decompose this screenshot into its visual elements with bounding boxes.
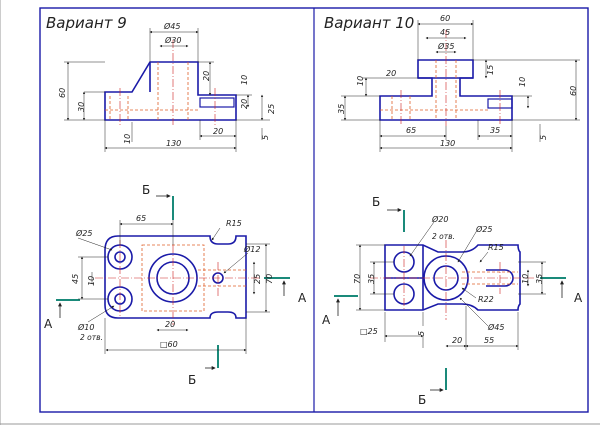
v10-dim-w130: 130: [440, 139, 455, 148]
v9-plan-dimension-lines: [77, 220, 270, 354]
v9-dim-h20b: 20: [240, 99, 249, 109]
v10-section-marks: [334, 210, 566, 390]
v9-note-holes: 2 отв.: [80, 333, 103, 342]
v10-dim-d45: Ø45: [487, 322, 504, 332]
v10-dim-r22: R22: [478, 295, 494, 304]
v9-dim-h10a: 10: [240, 75, 249, 85]
v10-section-a-left: А: [322, 313, 331, 327]
v9-dim-w20: 20: [165, 320, 175, 329]
v9-dim-h10: 10: [87, 276, 96, 286]
v9-section-a-right: А: [298, 291, 307, 305]
v10-dim-sq25: □25: [360, 327, 378, 336]
v10-section-arrows: [336, 208, 564, 392]
v9-dim-h45: 45: [71, 274, 80, 284]
v9-dim-h70: 70: [265, 274, 274, 284]
v10-dim-w60: 60: [440, 14, 450, 23]
v9-dim-d25: Ø25: [75, 228, 92, 238]
v9-front-centerlines: [119, 40, 216, 125]
v10-dim-w35: 35: [490, 126, 500, 135]
v10-dim-h35b: 35: [535, 274, 544, 284]
v10-dim-h5: 5: [417, 331, 426, 336]
v9-section-b-bottom: Б: [188, 373, 196, 387]
v10-dim-w45: 45: [440, 28, 450, 37]
v10-dim-h35: 35: [337, 104, 346, 114]
v9-dim-w65: 65: [136, 214, 146, 223]
v9-dim-d12: Ø12: [243, 244, 260, 254]
v10-dim-d25: Ø25: [475, 224, 492, 234]
v10-dim-d35: Ø35: [437, 41, 454, 51]
v10-dim-h60: 60: [569, 86, 578, 96]
v9-dim-w10: 10: [123, 134, 132, 144]
v10-dim-d20: Ø20: [431, 214, 448, 224]
v9-front-hidden: [105, 62, 200, 120]
v10-dim-r15: R15: [488, 243, 504, 252]
v9-dim-w20: 20: [213, 127, 223, 136]
v10-dim-w20: 20: [452, 336, 462, 345]
v9-dim-w130: 130: [166, 139, 181, 148]
v10-dim-h35: 35: [367, 274, 376, 284]
v10-dim-h10: 10: [521, 274, 530, 284]
v9-dim-d10: Ø10: [77, 322, 94, 332]
v9-dim-r15: R15: [226, 219, 242, 228]
v10-slot: [486, 269, 514, 287]
v10-dim-h20: 20: [386, 69, 396, 78]
v10-plan-centerlines: [370, 240, 535, 320]
variant-10-title: Вариант 10: [324, 14, 415, 32]
v9-plan-centerlines: [95, 240, 260, 325]
v10-front-hidden: [380, 60, 488, 120]
v9-dim-h20a: 20: [202, 71, 211, 81]
v10-section-b-bottom: Б: [418, 393, 426, 407]
v10-section-a-right: А: [574, 291, 583, 305]
v9-plan-view: [104, 235, 247, 319]
v10-front-dimension-lines: [341, 20, 580, 152]
v10-dim-h10b: 10: [518, 77, 527, 87]
v9-section-arrows: [58, 194, 286, 370]
v10-plan-dimension-lines: [356, 221, 546, 350]
v9-front-view: [104, 61, 237, 121]
v10-dim-w55: 55: [484, 336, 494, 345]
v9-dim-h25: 25: [253, 274, 262, 284]
v10-dim-h10a: 10: [356, 76, 365, 86]
v10-note-holes: 2 отв.: [432, 232, 455, 241]
v10-dim-w65: 65: [406, 126, 416, 135]
v9-dim-h25: 25: [267, 104, 276, 114]
v10-dim-h15: 15: [486, 65, 495, 75]
v10-plan-hidden: [462, 271, 518, 285]
v10-dim-w5: 5: [539, 135, 548, 140]
v9-dim-d45: Ø45: [163, 21, 180, 31]
v9-section-a-left: А: [44, 317, 53, 331]
v10-dim-h70: 70: [353, 274, 362, 284]
v9-dim-h30: 30: [77, 102, 86, 112]
v9-dim-d30: Ø30: [164, 35, 181, 45]
v9-dim-h60: 60: [58, 88, 67, 98]
v9-section-b-top: Б: [142, 183, 150, 197]
v9-dim-sq60: □60: [160, 340, 178, 349]
v10-section-b-top: Б: [372, 195, 380, 209]
v9-front-dimension-lines: [64, 28, 270, 152]
v10-front-centerlines: [400, 30, 501, 126]
v9-dim-w5: 5: [261, 135, 270, 140]
variant-9-title: Вариант 9: [46, 14, 127, 32]
